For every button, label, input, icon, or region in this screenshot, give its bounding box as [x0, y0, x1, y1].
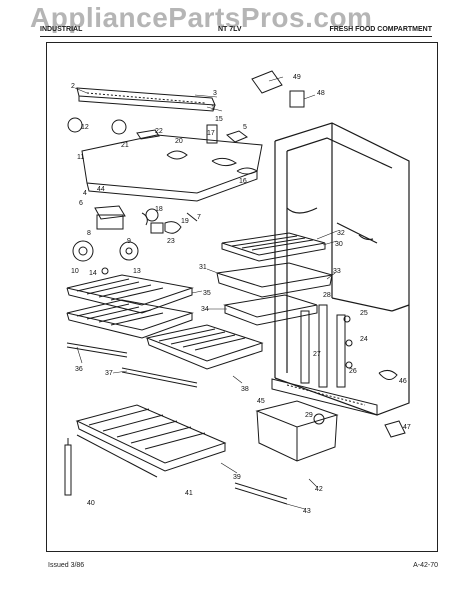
label-16: 16	[239, 178, 247, 185]
label-11: 11	[77, 154, 84, 161]
label-34: 34	[201, 306, 209, 313]
bottom-wire-shelf	[75, 404, 227, 478]
left-wire-shelves	[66, 274, 194, 358]
label-5: 5	[243, 124, 247, 131]
label-47: 47	[403, 424, 411, 431]
label-35: 35	[203, 290, 211, 297]
label-24: 24	[360, 336, 368, 343]
label-30: 30	[335, 241, 343, 248]
label-28: 28	[323, 292, 331, 299]
page-code: A-42-70	[413, 562, 438, 569]
label-18: 18	[155, 206, 163, 213]
header-left: INDUSTRIAL	[40, 26, 83, 33]
label-19: 19	[181, 218, 189, 225]
label-8: 8	[87, 230, 91, 237]
crisper-pan	[234, 400, 339, 505]
label-39: 39	[233, 474, 241, 481]
label-3: 3	[213, 90, 217, 97]
label-33: 33	[333, 268, 341, 275]
label-22: 22	[155, 128, 163, 135]
diagram-frame: 1 2 3 4 5 6 7 8 9 10 11 12 13 14 15 16 1…	[46, 42, 438, 552]
leader-lines	[74, 76, 338, 510]
label-49: 49	[293, 74, 301, 81]
header-section: FRESH FOOD COMPARTMENT	[329, 26, 432, 33]
label-1: 1	[211, 105, 215, 112]
label-4: 4	[83, 190, 87, 197]
issued-date: Issued 3/86	[48, 562, 85, 569]
top-cover-assembly	[76, 87, 216, 112]
label-36: 36	[75, 366, 83, 373]
drain-tube	[64, 438, 72, 496]
label-7: 7	[197, 214, 201, 221]
label-29: 29	[305, 412, 313, 419]
cabinet-liner	[274, 122, 410, 416]
label-38: 38	[241, 386, 249, 393]
label-6: 6	[79, 200, 83, 207]
label-46: 46	[399, 378, 407, 385]
rails-brackets	[300, 304, 353, 388]
upper-shelves	[216, 232, 333, 326]
label-17: 17	[207, 130, 215, 137]
label-12: 12	[81, 124, 89, 131]
label-26: 26	[349, 368, 357, 375]
part-labels: 1 2 3 4 5 6 7 8 9 10 11 12 13 14 15 16 1…	[71, 74, 411, 515]
label-32: 32	[337, 230, 345, 237]
label-14: 14	[89, 270, 97, 277]
parts-diagram: 1 2 3 4 5 6 7 8 9 10 11 12 13 14 15 16 1…	[64, 70, 411, 515]
label-23: 23	[167, 238, 175, 245]
label-31: 31	[199, 264, 207, 271]
label-10: 10	[71, 268, 79, 275]
control-plate	[81, 134, 263, 202]
label-27: 27	[313, 351, 321, 358]
label-42: 42	[315, 486, 323, 493]
kick-plate	[271, 369, 406, 438]
label-48: 48	[317, 90, 325, 97]
label-40: 40	[87, 500, 95, 507]
header-rule	[40, 36, 432, 37]
watermark: AppliancePartsPros.com	[30, 2, 373, 33]
label-37: 37	[105, 370, 113, 377]
label-44: 44	[97, 186, 105, 193]
label-13: 13	[133, 268, 141, 275]
label-45: 45	[257, 398, 265, 405]
label-9: 9	[127, 238, 131, 245]
label-41: 41	[185, 490, 193, 497]
left-small-parts	[67, 117, 198, 275]
label-21: 21	[121, 142, 129, 149]
label-25: 25	[360, 310, 368, 317]
label-43: 43	[303, 508, 311, 515]
middle-wire-shelf	[121, 324, 264, 388]
label-15: 15	[215, 116, 223, 123]
label-2: 2	[71, 83, 75, 90]
header-model: NT 7LV	[218, 26, 242, 33]
page-header: INDUSTRIAL NT 7LV FRESH FOOD COMPARTMENT	[40, 24, 432, 38]
label-20: 20	[175, 138, 183, 145]
